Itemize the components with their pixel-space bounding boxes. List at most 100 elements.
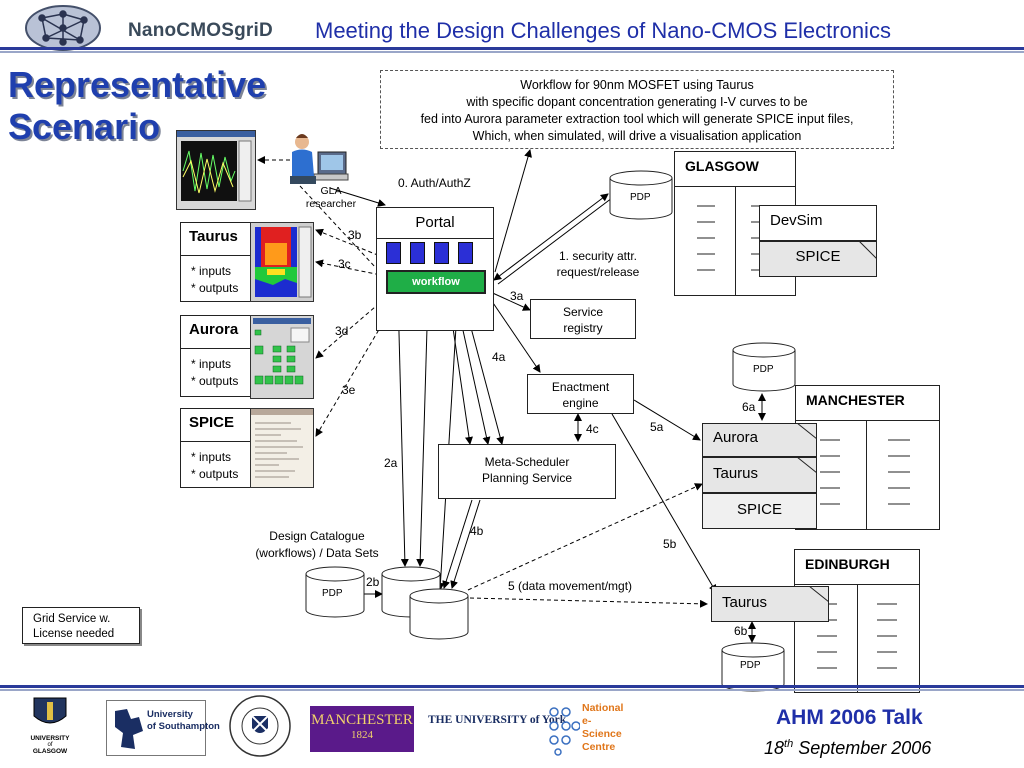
footer-date-day: 18 bbox=[764, 738, 785, 758]
site-edinburgh: EDINBURGH bbox=[794, 549, 920, 693]
enactment-engine-box[interactable]: Enactment engine bbox=[527, 374, 634, 414]
glasgow-crest-icon bbox=[33, 697, 67, 724]
footer-date-suffix: th bbox=[784, 738, 794, 750]
step-4c-label: 4c bbox=[586, 422, 599, 436]
design-catalogue-label: Design Catalogue (workflows) / Data Sets bbox=[236, 528, 398, 562]
service-registry-line2: registry bbox=[563, 321, 603, 335]
step-3b-label: 3b bbox=[348, 228, 362, 242]
workflow-description-line4: Which, when simulated, will drive a visu… bbox=[472, 129, 802, 143]
service-registry-line1: Service bbox=[562, 305, 603, 319]
researcher-icon bbox=[290, 134, 349, 184]
arrow-data-movement bbox=[469, 597, 708, 608]
metascheduler-box[interactable]: Meta-Scheduler Planning Service bbox=[438, 444, 616, 499]
datastore-cylinder-2 bbox=[409, 588, 469, 640]
footer-divider bbox=[0, 685, 1024, 688]
arrow-data-manchester bbox=[467, 483, 703, 591]
portal-slot bbox=[410, 242, 425, 264]
enactment-engine-line2: engine bbox=[562, 396, 599, 410]
manchester-corners bbox=[797, 423, 817, 474]
manchester-logo-line1: MANCHESTER bbox=[311, 712, 413, 728]
portal-title: Portal bbox=[415, 214, 455, 231]
service-registry-box[interactable]: Service registry bbox=[530, 299, 636, 339]
step-5b-label: 5b bbox=[663, 537, 677, 551]
step-4a-label: 4a bbox=[492, 350, 506, 364]
tool-inputs: * inputs bbox=[191, 357, 232, 371]
pdp-cylinder-manchester bbox=[732, 342, 796, 392]
arrow-2a bbox=[394, 293, 409, 567]
manchester-app-spice-label: SPICE bbox=[736, 501, 782, 518]
spice-text-graphic bbox=[251, 409, 313, 478]
manchester-app-aurora[interactable]: Aurora bbox=[702, 423, 817, 457]
waveform-graphic bbox=[177, 131, 255, 202]
step-3d-label: 3d bbox=[335, 324, 349, 338]
slide-title-line1: Representative bbox=[8, 64, 267, 105]
step-4b-label: 4b bbox=[470, 524, 484, 538]
nesc-logo-line3: Centre bbox=[582, 741, 616, 753]
slide-title: Representative Scenario bbox=[8, 64, 266, 148]
workflow-description-line1: Workflow for 90nm MOSFET using Taurus bbox=[520, 78, 754, 92]
portal-slot bbox=[386, 242, 401, 264]
footer-divider-2 bbox=[0, 689, 1024, 691]
nesc-logo-line2: e-Science bbox=[582, 715, 622, 740]
manchester-app-spice[interactable]: SPICE bbox=[702, 493, 817, 529]
glasgow-logo-line3: GLASGOW bbox=[32, 748, 68, 755]
tool-inputs: * inputs bbox=[191, 450, 232, 464]
york-logo: THE UNIVERSITY of York bbox=[428, 714, 566, 744]
tool-divider bbox=[181, 348, 251, 349]
arrow-security-parallel bbox=[497, 197, 613, 285]
tool-inputs: * inputs bbox=[191, 264, 232, 278]
pdp-cylinder-catalogue bbox=[305, 566, 365, 618]
glasgow-app-devsim[interactable]: DevSim bbox=[759, 205, 877, 241]
brand-name: NanoCMOSgriD bbox=[128, 20, 273, 41]
step-2a-label: 2a bbox=[384, 456, 398, 470]
researcher-label: GLA researcher bbox=[296, 185, 366, 211]
glasgow-app-spice[interactable]: SPICE bbox=[759, 241, 877, 277]
site-column-divider bbox=[735, 186, 736, 296]
site-glasgow-title: GLASGOW bbox=[685, 158, 759, 174]
nesc-network-icon bbox=[549, 707, 580, 756]
workflow-description: Workflow for 90nm MOSFET using Taurus wi… bbox=[380, 70, 894, 149]
nesc-logo: National e-Science Centre bbox=[548, 702, 623, 760]
arrow-3c bbox=[315, 259, 387, 277]
arrow-5b bbox=[611, 413, 717, 593]
researcher-figure bbox=[288, 130, 350, 186]
edinburgh-seal-icon bbox=[229, 695, 291, 757]
pdp-label-catalogue: PDP bbox=[322, 588, 343, 599]
design-catalogue-line2: (workflows) / Data Sets bbox=[255, 546, 379, 560]
portal-divider bbox=[377, 238, 493, 239]
tool-divider bbox=[181, 441, 251, 442]
tool-divider bbox=[181, 255, 251, 256]
metascheduler-line2: Planning Service bbox=[481, 471, 573, 485]
portal-slot bbox=[434, 242, 449, 264]
footer-date-rest: September 2006 bbox=[793, 738, 932, 758]
researcher-label-line1: GLA bbox=[320, 185, 342, 197]
edinburgh-app-taurus[interactable]: Taurus bbox=[711, 586, 829, 622]
glasgow-logo: UNIVERSITY of GLASGOW bbox=[22, 696, 78, 762]
security-label: 1. security attr. request/release bbox=[546, 248, 650, 280]
pdp-label-glasgow: PDP bbox=[630, 192, 651, 203]
step-3a-label: 3a bbox=[510, 289, 524, 303]
portal-box[interactable]: Portal bbox=[376, 207, 494, 331]
security-label-line1: 1. security attr. bbox=[558, 249, 638, 263]
step-3c-label: 3c bbox=[338, 257, 351, 271]
site-manchester: MANCHESTER bbox=[795, 385, 940, 530]
southampton-logo: University of Southampton bbox=[106, 700, 220, 756]
glasgow-logo-line1: UNIVERSITY bbox=[30, 735, 70, 742]
glasgow-spice-corner bbox=[859, 241, 877, 260]
site-manchester-lines bbox=[820, 439, 910, 505]
nesc-logo-line1: National bbox=[582, 702, 624, 714]
design-catalogue-line1: Design Catalogue bbox=[269, 529, 365, 543]
nesc-logo-text: National e-Science Centre bbox=[582, 702, 623, 754]
manchester-app-taurus[interactable]: Taurus bbox=[702, 457, 817, 493]
tool-io-taurus: * inputs * outputs bbox=[191, 263, 238, 297]
spice-screenshot bbox=[250, 408, 314, 488]
southampton-map-icon bbox=[115, 709, 143, 749]
header-divider bbox=[0, 47, 1024, 50]
manchester-logo: MANCHESTER 1824 bbox=[310, 706, 414, 752]
footer-talk-title: AHM 2006 Talk bbox=[776, 706, 923, 729]
workflow-button[interactable]: workflow bbox=[386, 270, 486, 294]
tool-box-spice: SPICE * inputs * outputs bbox=[180, 408, 252, 488]
step-5a-label: 5a bbox=[650, 420, 664, 434]
step-6b-label: 6b bbox=[734, 624, 748, 638]
